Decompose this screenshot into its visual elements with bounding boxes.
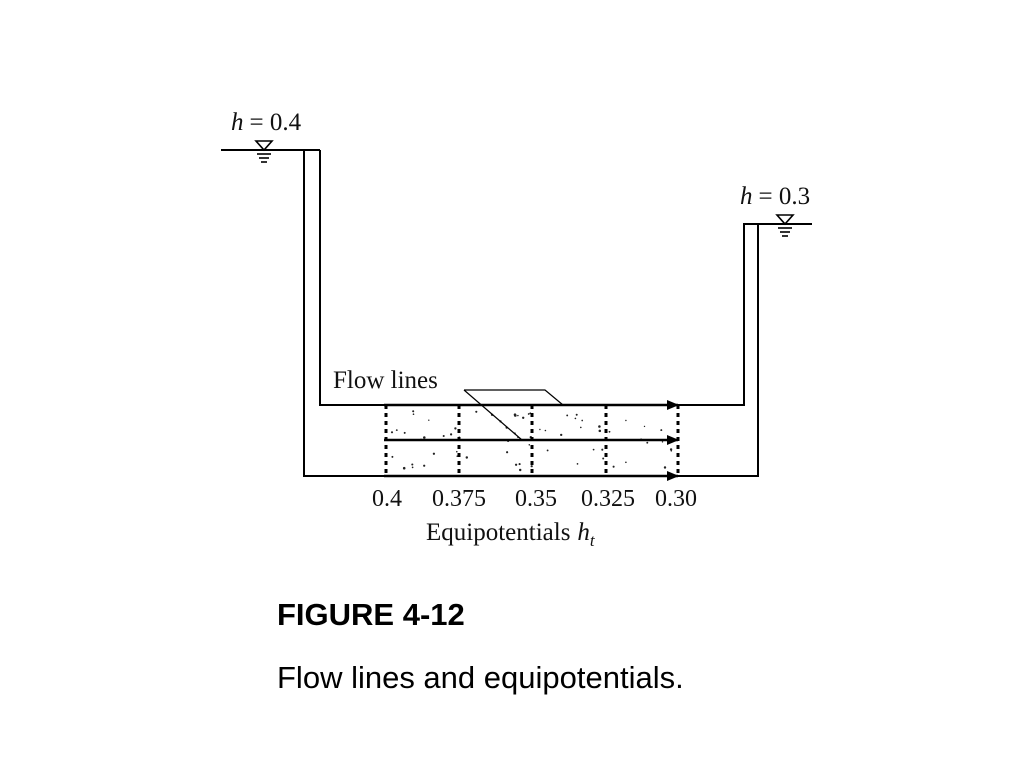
stipple-dot	[544, 429, 547, 432]
stipple-dot	[669, 448, 673, 451]
stipple-dot	[391, 455, 394, 458]
stipple-dot	[601, 448, 604, 451]
figure-title: FIGURE 4-12	[277, 597, 465, 632]
stipple-dot	[411, 466, 414, 469]
equipotential-value-3: 0.35	[515, 486, 557, 512]
stipple-dot	[456, 450, 458, 453]
stipple-dot	[608, 430, 611, 433]
stipple-dot	[669, 436, 671, 439]
stipple-dot	[592, 448, 595, 451]
stipple-dot	[566, 414, 569, 417]
flow-lines-leaders	[463, 389, 564, 441]
stipple-dot	[598, 429, 602, 433]
stipple-dot	[539, 428, 541, 431]
stipple-dot	[423, 436, 426, 439]
stipple-dot	[560, 433, 563, 437]
stipple-dot	[660, 429, 663, 432]
tube-walls	[303, 150, 759, 477]
stipple-dot	[513, 413, 517, 416]
equipotential-values: 0.4 0.375 0.35 0.325 0.30	[372, 486, 697, 512]
stipple-dot	[412, 413, 415, 416]
stipple-dot	[522, 416, 525, 419]
stipple-dot	[670, 450, 673, 452]
stipple-dot	[411, 463, 414, 466]
stipple-dot	[602, 457, 605, 460]
stipple-dot	[465, 456, 469, 459]
stipple-dot	[403, 431, 406, 434]
stipple-dot	[612, 465, 615, 468]
stipple-dot	[432, 452, 436, 455]
stipple-dot	[625, 461, 627, 464]
stipple-dot	[625, 419, 627, 422]
stipple-dot	[518, 468, 522, 472]
equipotential-value-4: 0.325	[581, 486, 635, 512]
downstream-water-level-icon	[775, 214, 795, 237]
stipple-dot	[530, 465, 533, 468]
stipple-dot	[442, 434, 445, 438]
stipple-dot	[581, 419, 584, 422]
stipple-dot	[646, 441, 649, 444]
stipple-dot	[412, 410, 415, 413]
upstream-head-label: h= 0.4	[231, 109, 302, 136]
equipotential-lines	[384, 405, 680, 476]
figure-caption: Flow lines and equipotentials.	[277, 660, 684, 695]
stipple-dot	[475, 410, 478, 413]
stipple-dot	[402, 466, 406, 470]
stipple-dot	[428, 419, 430, 421]
stipple-dot	[395, 429, 398, 432]
stipple-dot	[390, 431, 394, 434]
stipple-dot	[518, 463, 521, 466]
stipple-dot	[576, 463, 579, 465]
equipotential-value-5: 0.30	[655, 486, 697, 512]
stipple-dot	[514, 463, 518, 466]
stipple-dot	[663, 466, 667, 469]
equipotential-value-1: 0.4	[372, 486, 402, 512]
stipple-dot	[517, 414, 519, 417]
stipple-dot	[506, 451, 509, 454]
stipple-dot	[546, 449, 549, 452]
stipple-dot	[661, 441, 664, 443]
stipple-dot	[423, 464, 426, 467]
equipotential-value-2: 0.375	[432, 486, 486, 512]
stipple-dot	[580, 426, 582, 429]
stipple-dot	[575, 413, 578, 416]
stipple-dot	[598, 425, 601, 428]
stipple-dot	[527, 413, 530, 415]
flow-lines-label: Flow lines	[333, 367, 438, 394]
stipple-dot	[574, 417, 577, 420]
stipple-dot	[643, 425, 646, 428]
upstream-water-level-icon	[254, 140, 274, 163]
stipple-dot	[454, 427, 457, 430]
stipple-dot	[449, 433, 453, 436]
downstream-head-label: h= 0.3	[740, 183, 810, 210]
stipple-dot	[528, 444, 531, 446]
